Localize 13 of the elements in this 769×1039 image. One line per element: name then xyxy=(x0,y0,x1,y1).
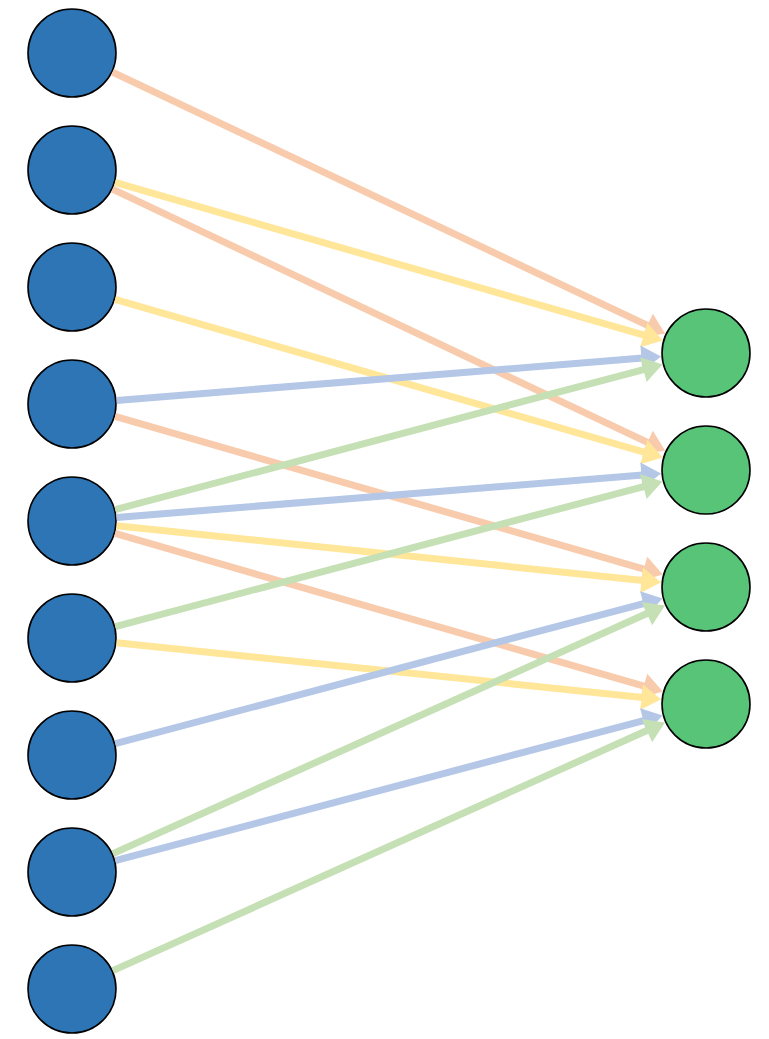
circle-node xyxy=(661,425,751,515)
circle-node xyxy=(27,710,117,800)
circle-node xyxy=(27,944,117,1034)
circle-node xyxy=(27,593,117,683)
circle-node xyxy=(661,659,751,749)
circle-node xyxy=(27,476,117,566)
circle-node xyxy=(27,242,117,332)
circle-node xyxy=(661,308,751,398)
circle-node xyxy=(27,125,117,215)
circle-node xyxy=(661,542,751,632)
circle-node xyxy=(27,359,117,449)
circle-node xyxy=(27,8,117,98)
circle-node xyxy=(27,827,117,917)
